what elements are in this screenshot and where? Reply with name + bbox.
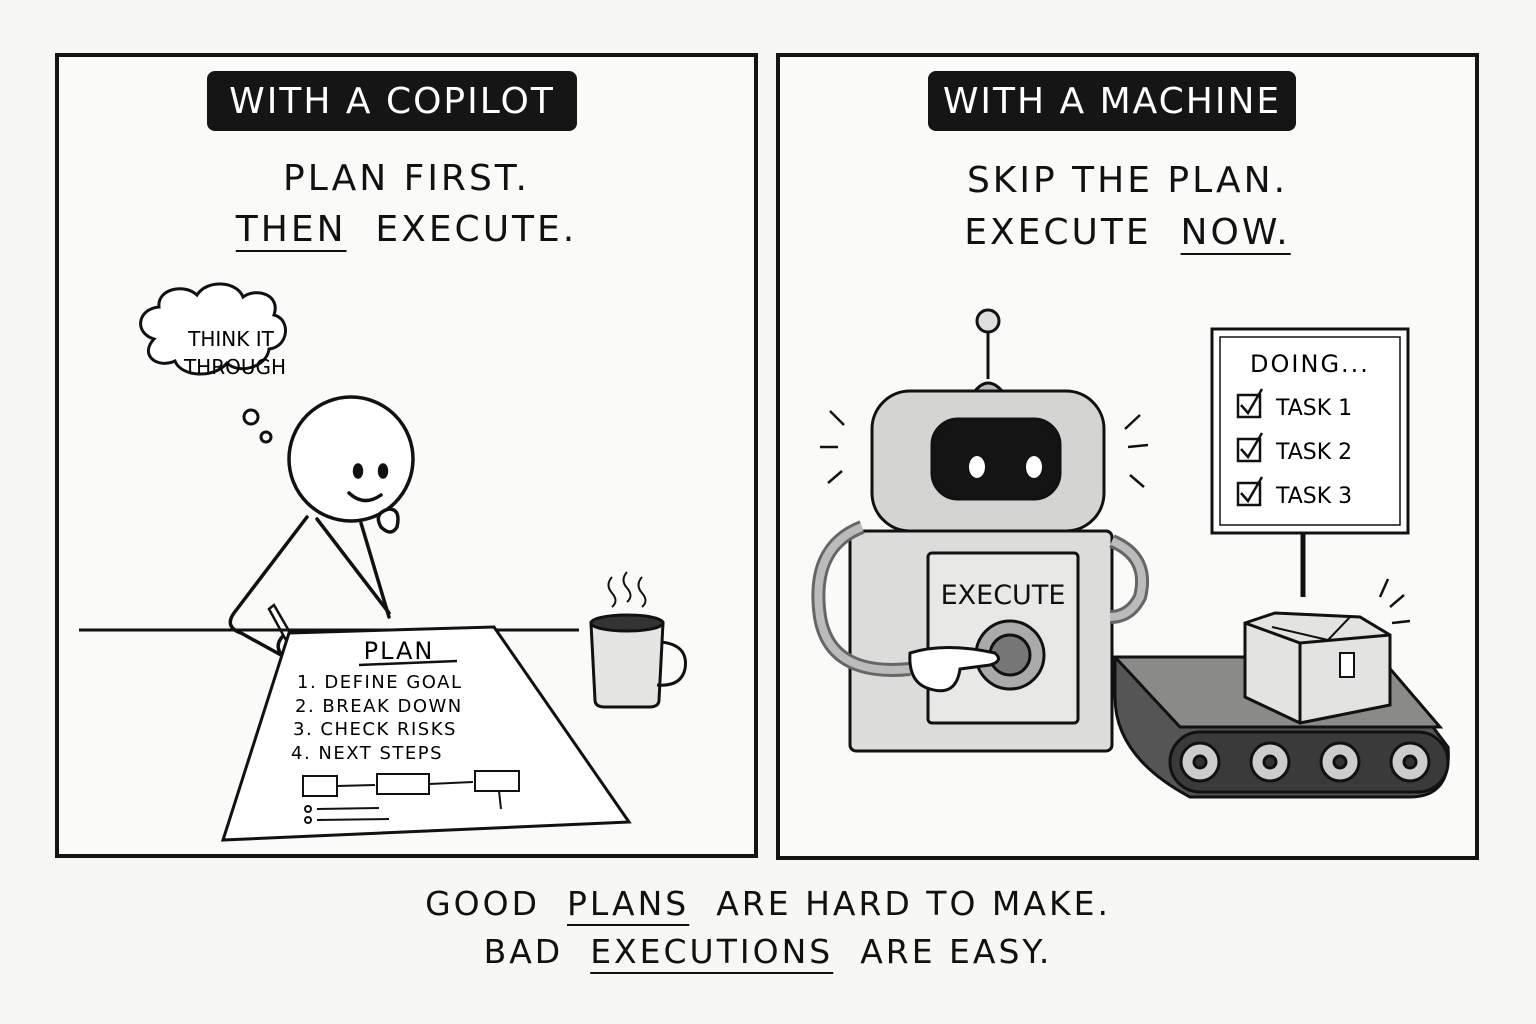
checkmark-icon bbox=[1240, 432, 1264, 460]
caption-bad: BAD bbox=[483, 932, 564, 971]
checkmark-icon bbox=[1240, 388, 1264, 416]
plan-flowchart bbox=[302, 770, 520, 824]
panel-left: WITH A COPILOT PLAN FIRST. THEN EXECUTE.… bbox=[55, 53, 758, 858]
headline-line2: EXECUTE NOW. bbox=[780, 215, 1475, 251]
plan-paper: PLAN 1. DEFINE GOAL 2. BREAK DOWN 3. CHE… bbox=[220, 625, 632, 842]
task-label: TASK 2 bbox=[1275, 440, 1352, 465]
task-item: TASK 3 bbox=[1236, 476, 1352, 509]
caption-line2: BAD EXECUTIONS ARE EASY. bbox=[0, 935, 1536, 968]
caption-plans: PLANS bbox=[566, 884, 690, 923]
checkmark-icon bbox=[1240, 476, 1264, 504]
thought-line2: THROUGH bbox=[183, 355, 286, 379]
headline-line1: SKIP THE PLAN. bbox=[966, 160, 1289, 201]
plan-step-1: 1. DEFINE GOAL bbox=[297, 672, 463, 693]
robot: EXECUTE bbox=[811, 308, 1150, 753]
coffee-mug-icon bbox=[589, 571, 687, 709]
task-label: TASK 1 bbox=[1275, 396, 1352, 421]
caption-line1: GOOD PLANS ARE HARD TO MAKE. bbox=[0, 887, 1536, 920]
caption-good: GOOD bbox=[425, 884, 540, 923]
caption-line1-end: ARE HARD TO MAKE. bbox=[716, 884, 1111, 923]
banner-copilot: WITH A COPILOT bbox=[207, 71, 577, 131]
thought-line1: THINK IT bbox=[187, 327, 274, 351]
plan-title: PLAN bbox=[364, 637, 435, 665]
plan-step-2: 2. BREAK DOWN bbox=[295, 696, 463, 717]
headline-then: THEN bbox=[235, 209, 347, 250]
stick-figure bbox=[228, 395, 415, 664]
task-list: TASK 1 TASK 2 TASK 3 bbox=[1236, 388, 1352, 509]
copilot-illustration: THINK IT THROUGH PLAN 1. DEFINE GOAL bbox=[79, 282, 687, 842]
headline-line2: THEN EXECUTE. bbox=[59, 212, 754, 248]
banner-machine: WITH A MACHINE bbox=[928, 71, 1296, 131]
headline-line1: PLAN FIRST. bbox=[283, 158, 530, 199]
caption-executions: EXECUTIONS bbox=[590, 932, 834, 971]
sign-title: DOING... bbox=[1250, 350, 1370, 378]
plan-step-3: 3. CHECK RISKS bbox=[293, 719, 457, 740]
task-label: TASK 3 bbox=[1275, 484, 1352, 509]
package-box-icon bbox=[1243, 611, 1392, 725]
motion-lines bbox=[820, 410, 1411, 625]
caption-line2-end: ARE EASY. bbox=[860, 932, 1053, 971]
headline-execute: EXECUTE. bbox=[375, 209, 578, 250]
robot-label: EXECUTE bbox=[941, 580, 1066, 611]
task-item: TASK 1 bbox=[1236, 388, 1352, 421]
headline-execute: EXECUTE bbox=[964, 212, 1152, 253]
plan-step-4: 4. NEXT STEPS bbox=[291, 743, 443, 764]
task-item: TASK 2 bbox=[1236, 432, 1352, 465]
thought-cloud bbox=[139, 282, 287, 444]
panel-right: WITH A MACHINE SKIP THE PLAN. EXECUTE NO… bbox=[776, 53, 1479, 860]
headline-now: NOW. bbox=[1180, 212, 1291, 253]
machine-illustration: EXECUTE DOING... TASK 1 bbox=[811, 308, 1450, 799]
